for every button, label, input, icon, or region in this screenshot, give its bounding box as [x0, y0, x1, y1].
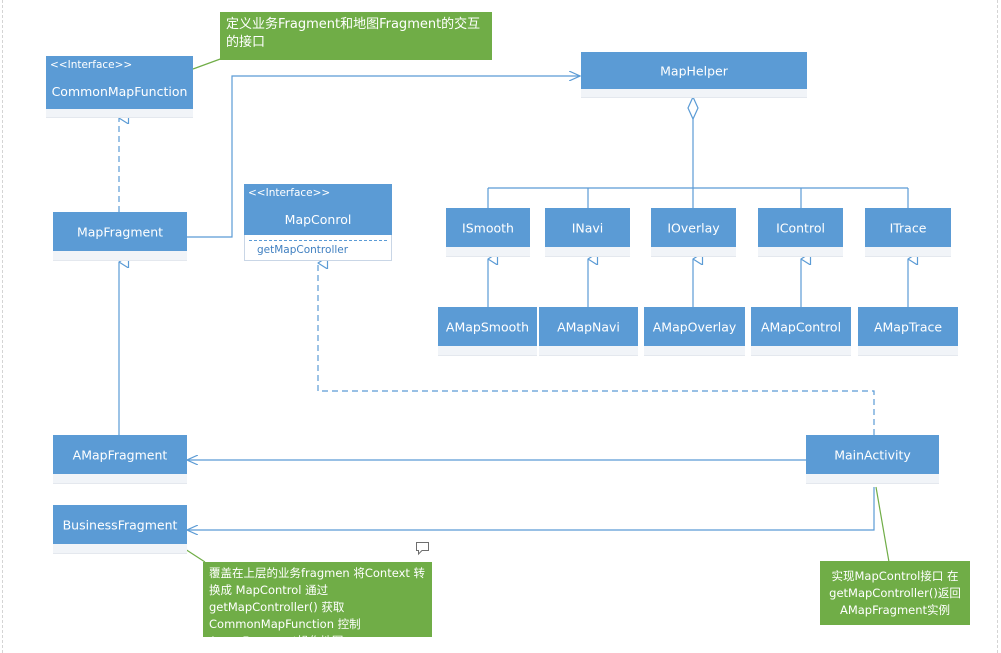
- note-left-connector: [184, 548, 206, 563]
- common-map-function-stereotype: <<Interface>>: [50, 59, 133, 71]
- amap-smooth-shelf: [438, 346, 537, 356]
- amap-trace-shelf: [858, 346, 958, 356]
- note-interaction-interface: 定义业务Fragment和地图Fragment的交互的接口: [220, 12, 492, 60]
- canvas-border-right: [997, 0, 998, 653]
- ismooth-shelf: [446, 247, 530, 257]
- amap-fragment-title: AMapFragment: [72, 447, 168, 462]
- amap-control-box[interactable]: AMapControl: [751, 307, 851, 346]
- amap-overlay-box[interactable]: AMapOverlay: [644, 307, 745, 346]
- amap-overlay-shelf: [644, 346, 745, 356]
- note-main-activity: 实现MapControl接口 在getMapController()返回AMap…: [820, 561, 970, 625]
- map-conrol-separator: [249, 240, 387, 241]
- common-map-function-shelf: [46, 109, 193, 118]
- business-fragment-shelf: [53, 544, 187, 554]
- common-map-function-title: CommonMapFunction: [51, 84, 188, 99]
- mainactivity-to-businessfragment-line: [187, 487, 875, 530]
- map-conrol-stereotype: <<Interface>>: [248, 187, 331, 199]
- note-right-connector: [875, 486, 890, 563]
- icontrol-title: IControl: [776, 220, 825, 235]
- main-activity-shelf: [806, 474, 939, 484]
- map-helper-title: MapHelper: [660, 63, 728, 78]
- inavi-box[interactable]: INavi: [545, 208, 630, 247]
- maphelper-aggregation-diamond: [687, 95, 699, 121]
- ismooth-title: ISmooth: [462, 220, 514, 235]
- amap-smooth-box[interactable]: AMapSmooth: [438, 307, 537, 346]
- mainactivity-realization-line: [317, 263, 875, 435]
- amap-smooth-title: AMapSmooth: [445, 319, 530, 334]
- note-top-connector: [192, 57, 224, 70]
- amap-control-shelf: [751, 346, 851, 356]
- main-activity-title: MainActivity: [834, 447, 911, 462]
- itrace-title: ITrace: [889, 220, 927, 235]
- amap-navi-shelf: [539, 346, 638, 356]
- icontrol-box[interactable]: IControl: [758, 208, 843, 247]
- business-fragment-title: BusinessFragment: [62, 517, 178, 532]
- map-helper-box[interactable]: MapHelper: [581, 52, 807, 89]
- map-fragment-box[interactable]: MapFragment: [53, 212, 187, 251]
- note-business-fragment: 覆盖在上层的业务fragmen 将Context 转换成 MapControl …: [203, 562, 432, 648]
- map-fragment-title: MapFragment: [76, 224, 164, 239]
- mapfragment-to-maphelper-line: [187, 76, 580, 238]
- main-activity-box[interactable]: MainActivity: [806, 435, 939, 474]
- common-map-function-box[interactable]: <<Interface>> CommonMapFunction: [46, 56, 193, 109]
- map-conrol-title: MapConrol: [284, 212, 352, 227]
- amap-navi-box[interactable]: AMapNavi: [539, 307, 638, 346]
- ismooth-box[interactable]: ISmooth: [446, 208, 530, 247]
- map-fragment-shelf: [53, 251, 187, 261]
- amap-navi-title: AMapNavi: [557, 319, 620, 334]
- map-conrol-box[interactable]: <<Interface>> MapConrol: [244, 184, 392, 235]
- icontrol-shelf: [758, 247, 843, 257]
- map-conrol-methods: getMapController: [244, 235, 392, 261]
- inavi-title: INavi: [571, 220, 604, 235]
- amap-trace-title: AMapTrace: [873, 319, 943, 334]
- inavi-shelf: [545, 247, 630, 257]
- map-helper-shelf: [581, 89, 807, 98]
- amap-fragment-box[interactable]: AMapFragment: [53, 435, 187, 474]
- business-fragment-box[interactable]: BusinessFragment: [53, 505, 187, 544]
- amap-control-title: AMapControl: [760, 319, 842, 334]
- speech-bubble-icon[interactable]: [415, 541, 431, 557]
- itrace-box[interactable]: ITrace: [865, 208, 951, 247]
- amap-trace-box[interactable]: AMapTrace: [858, 307, 958, 346]
- map-conrol-method: getMapController: [257, 244, 349, 256]
- ioverlay-shelf: [651, 247, 736, 257]
- canvas-border-left: [2, 0, 3, 653]
- amap-overlay-title: AMapOverlay: [652, 319, 737, 334]
- ioverlay-title: IOverlay: [667, 220, 720, 235]
- ioverlay-box[interactable]: IOverlay: [651, 208, 736, 247]
- itrace-shelf: [865, 247, 951, 257]
- amap-fragment-shelf: [53, 474, 187, 484]
